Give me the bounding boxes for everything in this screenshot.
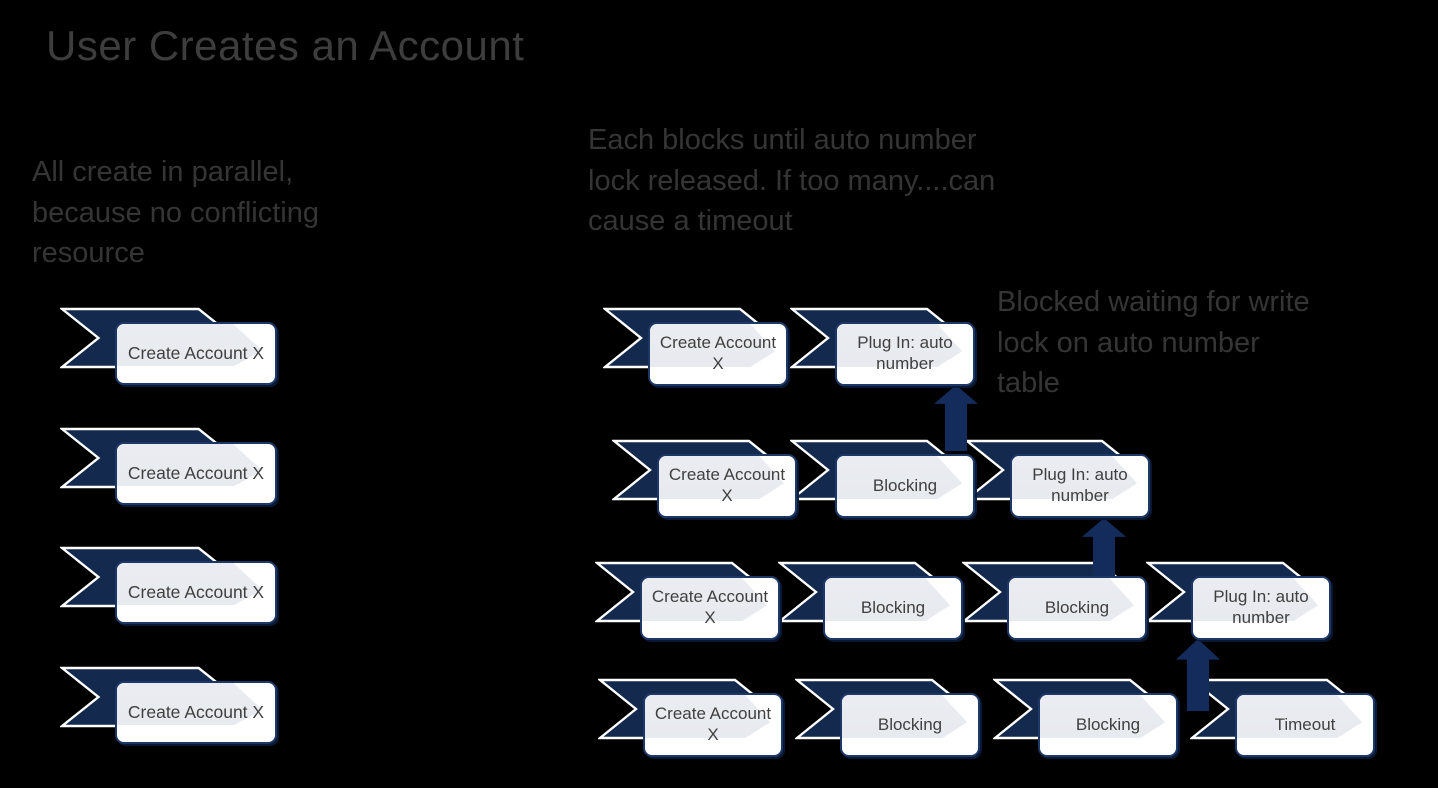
process-step: Create Account X (612, 439, 801, 522)
process-step: Create Account X (60, 546, 281, 628)
slide-title: User Creates an Account (46, 22, 525, 69)
step-box: Create Account X (115, 442, 277, 505)
step-box-inner-arrow-icon (117, 683, 263, 726)
step-label: Blocking (860, 597, 926, 617)
step-box: Blocking (1038, 693, 1178, 757)
step-box: Blocking (840, 693, 980, 757)
step-box-inner-arrow-icon (117, 324, 263, 367)
step-label: Create Account X (127, 462, 265, 483)
process-step: Blocking (993, 678, 1182, 761)
step-box: Create Account X (115, 322, 277, 385)
step-label: Plug In: auto number (1032, 465, 1128, 505)
step-box: Create Account X (640, 576, 780, 640)
step-label: Create Account X (654, 704, 772, 744)
process-step: Create Account X (595, 561, 784, 644)
step-label: Create Account X (659, 333, 777, 373)
note-blocks-until-lock: Each blocks until auto number lock relea… (588, 124, 996, 238)
step-box-inner-arrow-icon (837, 456, 963, 500)
process-step: Timeout (1190, 678, 1379, 761)
process-step: Create Account X (60, 666, 281, 748)
step-label: Create Account X (127, 701, 265, 722)
step-box: Blocking (823, 576, 963, 640)
step-box: Create Account X (648, 322, 788, 386)
step-label: Create Account X (127, 342, 265, 363)
step-label: Create Account X (668, 465, 786, 505)
step-box-inner-arrow-icon (1193, 578, 1319, 622)
process-step: Create Account X (60, 427, 281, 509)
step-box-inner-arrow-icon (642, 578, 768, 622)
step-label: Plug In: auto number (1213, 587, 1309, 627)
process-step: Create Account X (60, 307, 281, 389)
step-box: Blocking (835, 454, 975, 518)
step-label: Timeout (1274, 714, 1336, 734)
step-box-inner-arrow-icon (117, 444, 263, 487)
step-box: Timeout (1235, 693, 1375, 757)
step-label: Blocking (872, 475, 938, 495)
process-step: Create Account X (598, 678, 787, 761)
step-box: Blocking (1007, 576, 1147, 640)
step-box-inner-arrow-icon (650, 324, 776, 368)
process-step: Create Account X (603, 307, 792, 390)
step-box: Plug In: auto number (1010, 454, 1150, 518)
step-box-inner-arrow-icon (1237, 695, 1363, 739)
step-box: Create Account X (115, 561, 277, 624)
step-label: Blocking (1075, 714, 1141, 734)
step-box: Plug In: auto number (835, 322, 975, 386)
blocked-up-arrow-icon (934, 385, 978, 451)
process-step: Blocking (790, 439, 979, 522)
step-label: Create Account X (651, 587, 769, 627)
step-box-inner-arrow-icon (659, 456, 785, 500)
process-step: Blocking (795, 678, 984, 761)
step-box: Create Account X (643, 693, 783, 757)
step-label: Blocking (877, 714, 943, 734)
step-box-inner-arrow-icon (825, 578, 951, 622)
step-label: Blocking (1044, 597, 1110, 617)
note-blocked-waiting: Blocked waiting for write lock on auto n… (997, 286, 1310, 400)
process-step: Blocking (962, 561, 1151, 644)
step-box-inner-arrow-icon (645, 695, 771, 739)
blocked-up-arrow-icon (1176, 639, 1220, 711)
process-step: Plug In: auto number (965, 439, 1154, 522)
step-label: Create Account X (127, 581, 265, 602)
step-box-inner-arrow-icon (1012, 456, 1138, 500)
process-step: Plug In: auto number (790, 307, 979, 390)
step-box-inner-arrow-icon (1009, 578, 1135, 622)
step-box-inner-arrow-icon (117, 563, 263, 606)
process-step: Blocking (778, 561, 967, 644)
step-box: Create Account X (115, 681, 277, 744)
step-box-inner-arrow-icon (837, 324, 963, 368)
step-box-inner-arrow-icon (1040, 695, 1166, 739)
step-box: Create Account X (657, 454, 797, 518)
step-label: Plug In: auto number (857, 333, 953, 373)
step-box: Plug In: auto number (1191, 576, 1331, 640)
blocked-up-arrow-icon (1082, 518, 1126, 584)
process-step: Plug In: auto number (1146, 561, 1335, 644)
step-box-inner-arrow-icon (842, 695, 968, 739)
note-parallel-create: All create in parallel, because no confl… (32, 156, 319, 270)
